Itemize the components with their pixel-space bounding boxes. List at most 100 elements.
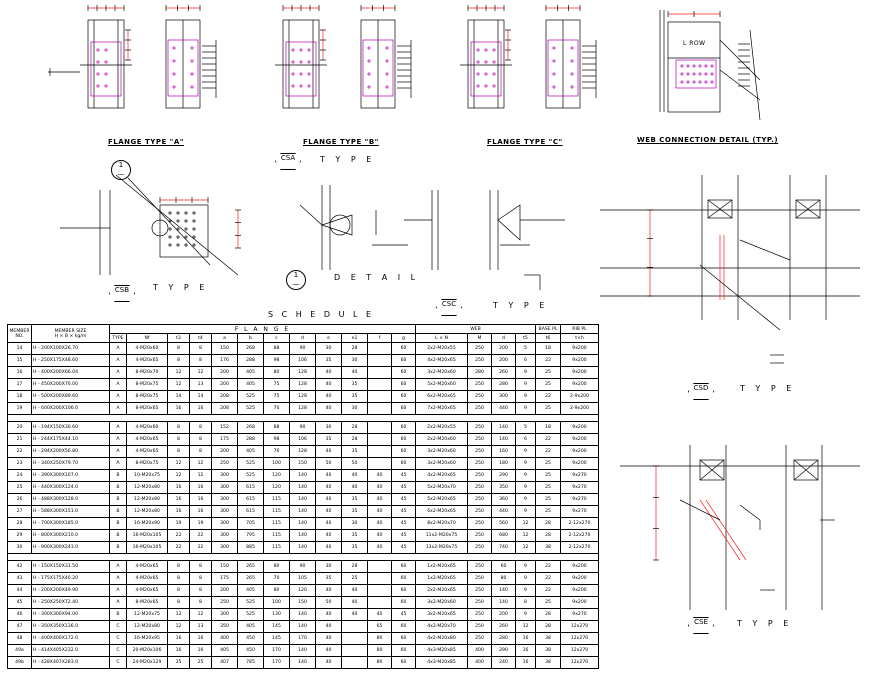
table-cell: H - 450X200X76.00 [31, 378, 110, 391]
table-cell: 12 [167, 366, 190, 379]
column-header: g [391, 333, 416, 343]
table-cell: B [109, 529, 127, 542]
table-cell: 208 [211, 390, 238, 403]
table-cell: 44 [7, 584, 32, 597]
table-cell: 40 [367, 541, 392, 554]
table-cell: 16 [7, 366, 32, 379]
table-cell: 9x200 [560, 445, 599, 458]
table-cell: A [109, 457, 127, 470]
table-cell: 8 [189, 584, 212, 597]
table-cell: 30 [315, 421, 342, 434]
table-cell: 22 [535, 584, 561, 597]
table-cell: 30 [341, 354, 368, 367]
table-cell: 3x2-M20x60 [415, 445, 468, 458]
table-cell: 300 [211, 608, 238, 621]
table-cell: 16 [167, 493, 190, 506]
table-cell: 8-M20x75 [126, 378, 168, 391]
table-cell: 40 [315, 517, 342, 530]
flange-type-c-caption: FLANGE TYPE "C" [487, 138, 563, 146]
table-cell: 288 [237, 433, 264, 446]
table-cell: 5x2-M20x70 [415, 481, 468, 494]
table-cell: 300 [211, 493, 238, 506]
column-header: L × N [415, 333, 468, 343]
table-cell: 200 [491, 342, 516, 355]
table-cell: 4-M20x65 [126, 560, 168, 573]
table-cell: 3x2-M20x65 [415, 608, 468, 621]
web-connection-leader [719, 39, 761, 81]
table-cell: 140 [289, 517, 316, 530]
table-cell: 250 [467, 529, 492, 542]
table-cell: 100 [263, 596, 290, 609]
table-cell: 360 [491, 493, 516, 506]
header-flange-group: F L A N G E [109, 324, 416, 334]
table-cell: 160 [491, 445, 516, 458]
table-cell: 4x2-M20x70 [415, 620, 468, 633]
table-cell: 300 [491, 390, 516, 403]
csd-leader [739, 239, 791, 261]
table-cell: 140 [289, 529, 316, 542]
table-cell: 250 [467, 402, 492, 415]
table-cell: 40 [315, 402, 342, 415]
table-cell: B [109, 469, 127, 482]
csa-weld-triangle [320, 214, 353, 236]
table-cell: 60 [391, 457, 416, 470]
table-cell: 9 [515, 402, 536, 415]
table-cell: 140 [289, 608, 316, 621]
table-cell: 280 [491, 632, 516, 645]
table-cell: 200 [211, 366, 238, 379]
table-cell: 12 [167, 620, 190, 633]
table-cell: 8 [189, 560, 212, 573]
table-cell: 250 [467, 541, 492, 554]
table-cell: 145 [263, 632, 290, 645]
table-cell: 15 [7, 354, 32, 367]
table-cell: 22 [535, 560, 561, 573]
table-gap-row [7, 414, 599, 422]
table-cell: 6x2-M20x65 [415, 505, 468, 518]
table-cell: B [109, 505, 127, 518]
table-cell: 2-12x270 [560, 517, 599, 530]
table-cell: 22 [189, 529, 212, 542]
table-cell: 350 [491, 481, 516, 494]
table-cell: 19 [167, 517, 190, 530]
table-cell: 405 [211, 644, 238, 657]
table-cell: 3x2-M20x60 [415, 366, 468, 379]
table-cell: 16-M20x105 [126, 541, 168, 554]
tag-csa: CSA [275, 153, 301, 170]
table-cell: 80 [491, 572, 516, 585]
table-cell: 38 [535, 541, 561, 554]
table-cell: 250 [467, 354, 492, 367]
table-cell: 525 [237, 596, 264, 609]
tag-csd: CSD [688, 383, 714, 400]
table-cell: 12-M20x80 [126, 505, 168, 518]
table-cell: 4-M20x65 [126, 433, 168, 446]
table-cell: H - 500X200X89.60 [31, 390, 110, 403]
table-cell: 35 [315, 354, 342, 367]
table-cell: H - 350X350X136.0 [31, 620, 110, 633]
table-cell: 49a [7, 644, 32, 657]
table-cell: 400 [211, 632, 238, 645]
flange-type-b-caption: FLANGE TYPE "B" [303, 138, 379, 146]
table-cell: 250 [467, 620, 492, 633]
table-cell [367, 457, 392, 470]
web-connection-outline [667, 21, 721, 113]
table-cell: 525 [237, 457, 264, 470]
table-cell: 76 [263, 445, 290, 458]
tag-csc: CSC [436, 299, 462, 316]
table-cell: A [109, 366, 127, 379]
table-cell: 28 [341, 421, 368, 434]
table-cell: 80 [367, 632, 392, 645]
table-cell: 13x2-M20x75 [415, 541, 468, 554]
table-cell: 14 [167, 390, 190, 403]
type-word-csb: T Y P E [153, 283, 209, 292]
table-cell: 128 [289, 445, 316, 458]
table-cell: 40 [315, 378, 342, 391]
table-cell: 88 [263, 342, 290, 355]
table-cell: 40 [315, 584, 342, 597]
table-cell: 9 [515, 378, 536, 391]
table-cell: 60 [391, 632, 416, 645]
